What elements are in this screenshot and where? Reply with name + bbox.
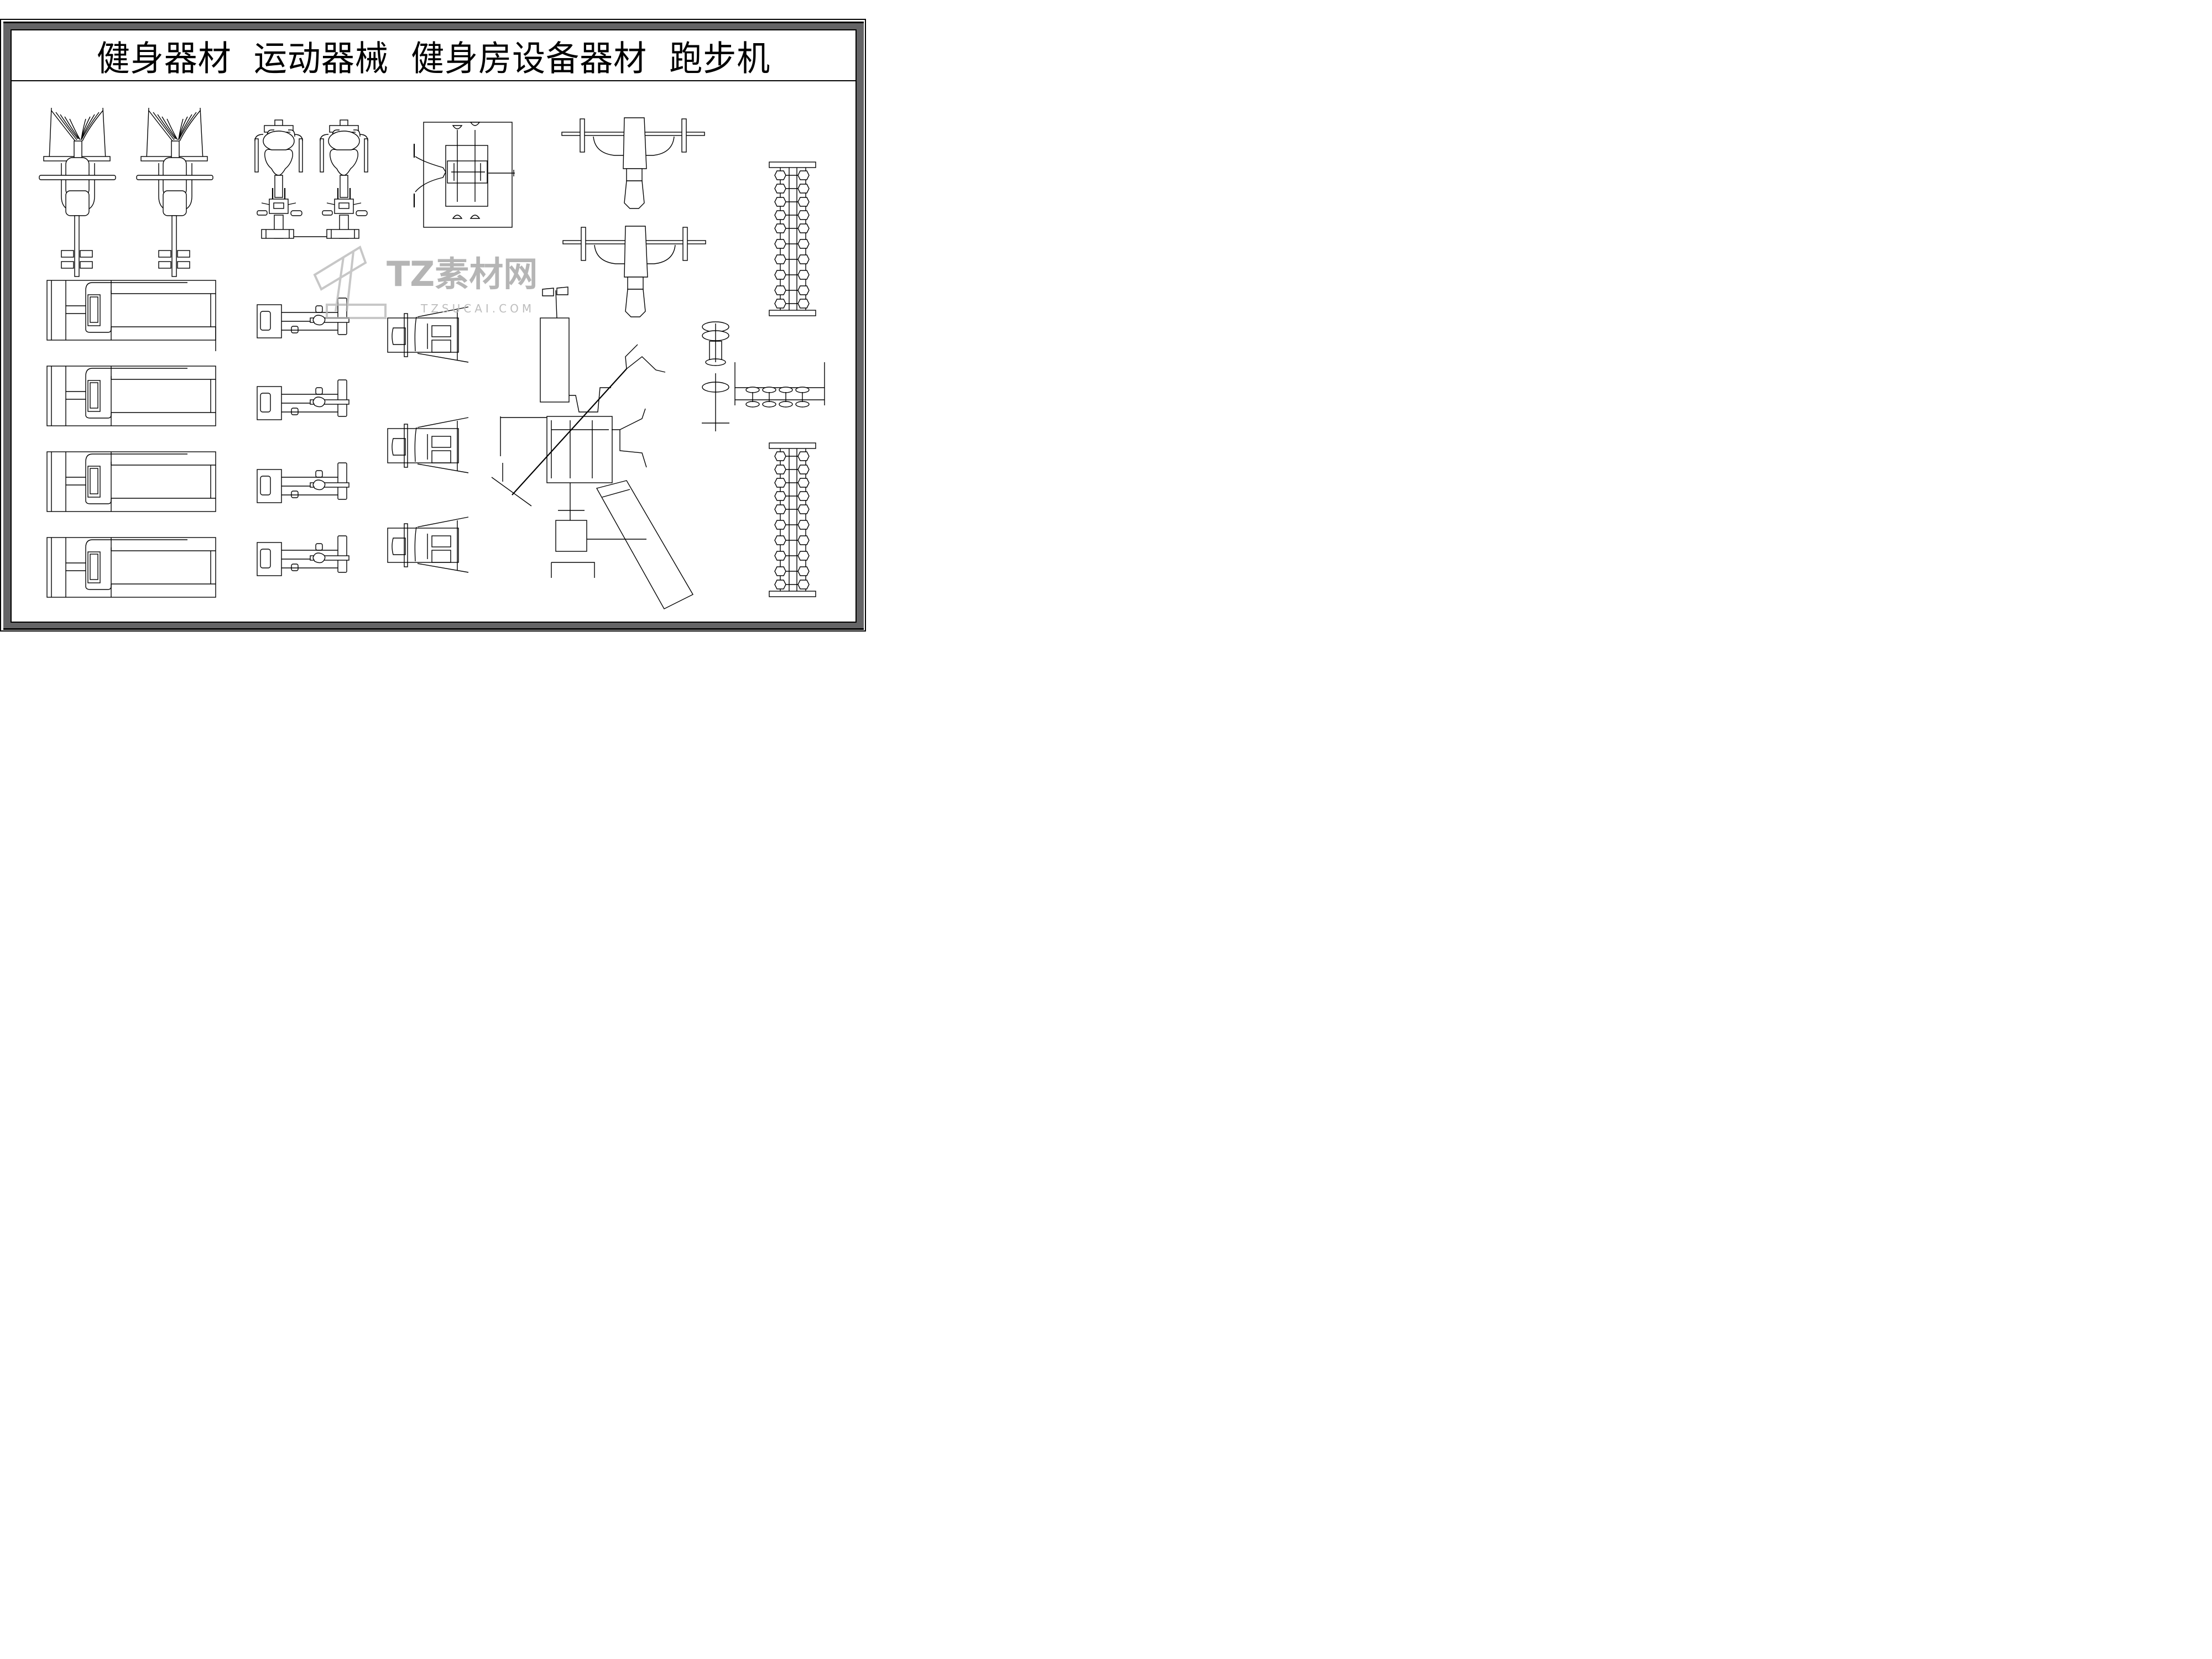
recumbent-bike bbox=[257, 298, 349, 576]
watermark-url: TZSUCAI.COM bbox=[420, 302, 535, 315]
drawing-sheet: 健身器材 运动器械 健身房设备器材 跑步机 bbox=[11, 29, 857, 623]
weight-plate-stacks bbox=[702, 321, 729, 431]
watermark: TZ素材网 TZSUCAI.COM bbox=[313, 246, 538, 319]
home-gym-with-incline-bench bbox=[491, 286, 693, 609]
sheet-title: 健身器材 运动器械 健身房设备器材 跑步机 bbox=[96, 38, 771, 79]
dumbbell-rack-vertical bbox=[769, 161, 816, 597]
watermark-logo-icon bbox=[313, 246, 387, 319]
cad-drawing-canvas bbox=[39, 107, 825, 609]
title-block: 健身器材 运动器械 健身房设备器材 跑步机 bbox=[12, 30, 855, 81]
barbell-bench bbox=[561, 117, 706, 317]
treadmill bbox=[46, 280, 216, 598]
elliptical-trainer bbox=[387, 306, 469, 573]
multi-gym-station bbox=[39, 107, 213, 277]
upright-exercise-bike bbox=[254, 119, 369, 239]
dumbbell-rack-horizontal bbox=[734, 362, 825, 408]
rowing-station bbox=[413, 122, 515, 228]
watermark-brand: TZ素材网 bbox=[387, 254, 538, 294]
